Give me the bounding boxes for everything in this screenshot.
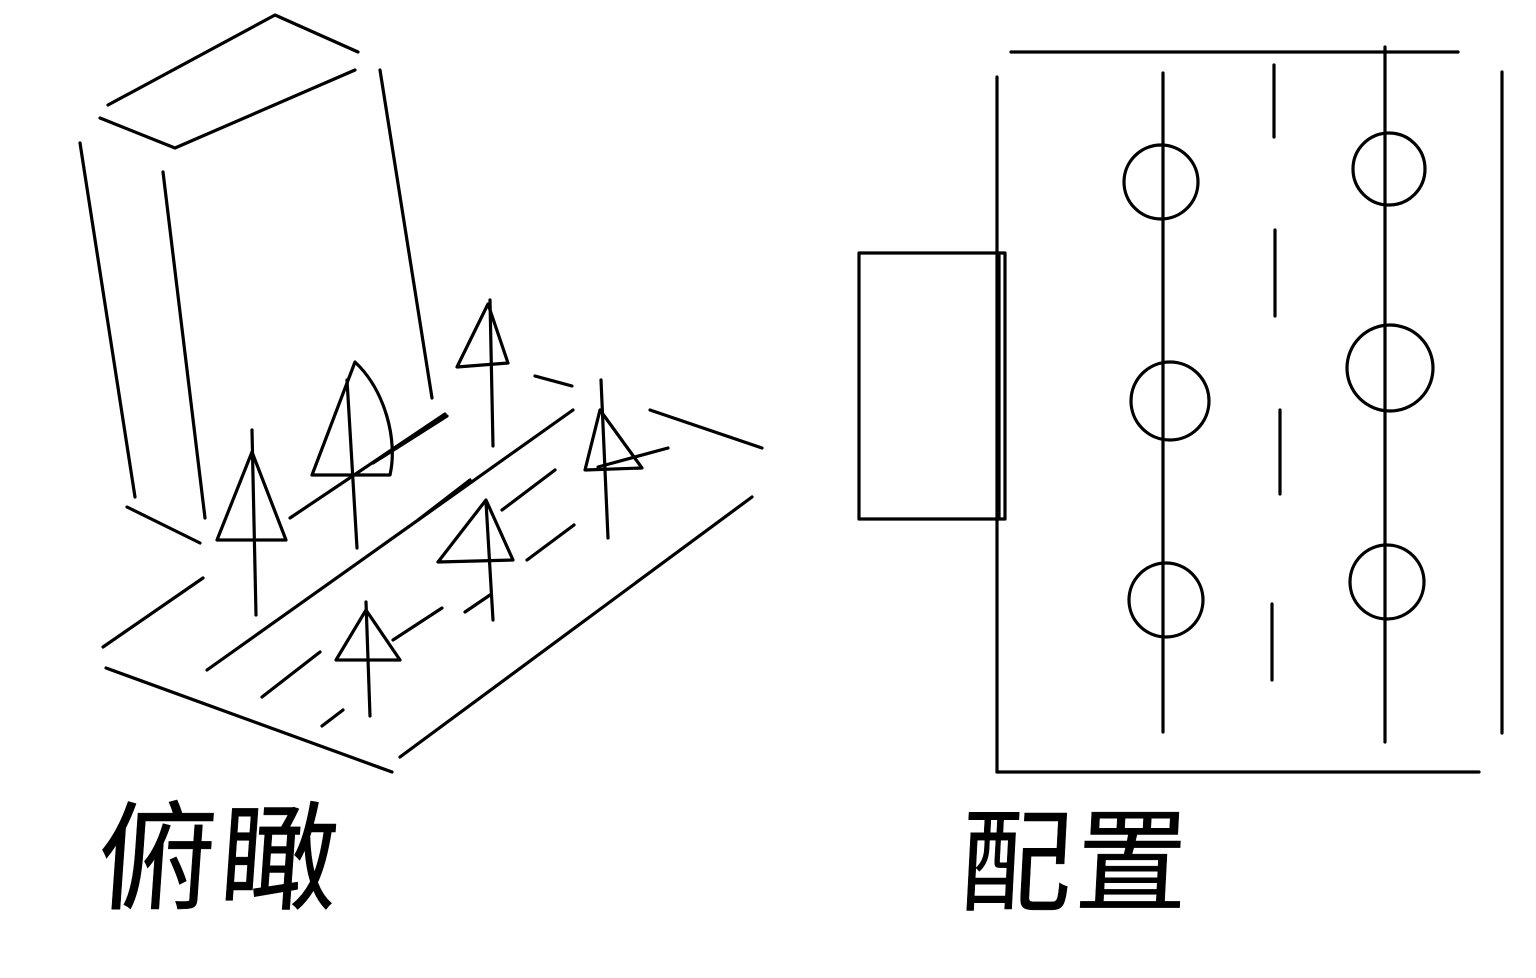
tree-5 <box>436 498 515 622</box>
plan-tree-circle <box>1127 561 1205 639</box>
plan-frame <box>995 50 1504 774</box>
plan-tree-circle <box>1122 143 1200 221</box>
plan-trees <box>1122 131 1435 639</box>
plan-tree-circle <box>1351 131 1427 207</box>
bird-eye-sketch <box>78 13 764 774</box>
street-slab <box>101 374 764 774</box>
layout-plan <box>857 45 1504 774</box>
plan-tree-circle <box>1129 360 1211 442</box>
plan-tree-circle <box>1348 543 1426 621</box>
plan-tree-circle <box>1345 323 1435 413</box>
tree-2 <box>310 360 449 550</box>
tall-building <box>78 13 434 545</box>
tree-3 <box>455 298 510 448</box>
plan-center-dash <box>1270 63 1282 682</box>
plan-tree-lines <box>1161 45 1387 744</box>
tree-4 <box>583 378 644 540</box>
plan-building <box>857 251 1007 521</box>
layout-label: 配置 <box>956 799 1196 930</box>
tree-1 <box>215 428 288 617</box>
tree-6 <box>334 600 402 718</box>
bird-eye-label: 俯瞰 <box>93 790 347 929</box>
